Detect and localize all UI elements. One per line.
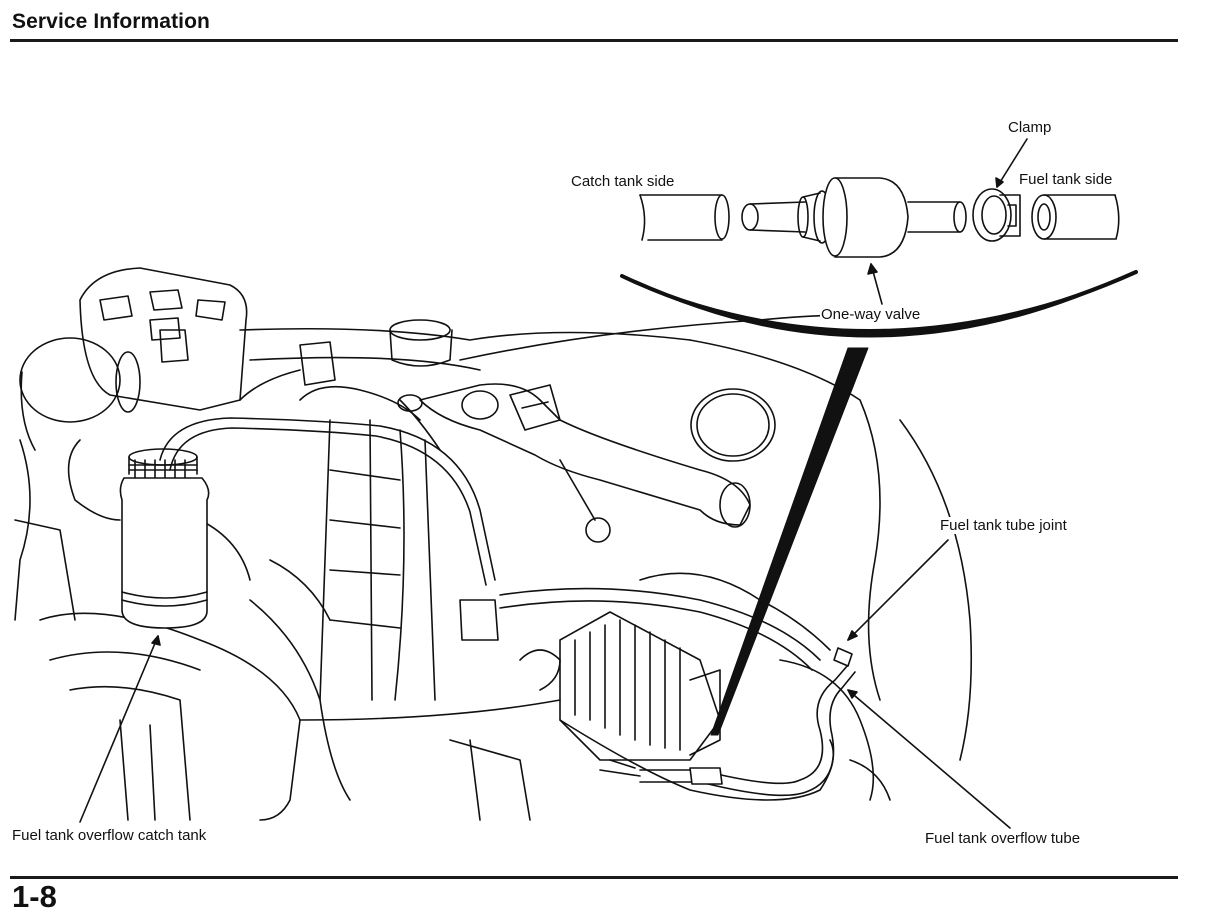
clamp [972, 188, 1021, 242]
overflow-tube-leader [847, 689, 1011, 829]
one-way-valve [741, 177, 967, 258]
section-title: Service Information [12, 10, 210, 33]
one-way-valve-label: One-way valve [820, 306, 922, 323]
catch-tank-side-tube [639, 194, 730, 241]
clamp-leader [996, 138, 1028, 188]
fuel-tank-side-label: Fuel tank side [1018, 171, 1114, 188]
overflow-tube-label: Fuel tank overflow tube [924, 830, 1082, 847]
motorcycle-front-assembly [14, 267, 973, 821]
inset-pointer [710, 347, 869, 736]
tube-joint-leader [847, 539, 949, 641]
catch-tank-leader [79, 635, 159, 823]
header-rule [10, 39, 1178, 42]
footer-rule [10, 876, 1178, 879]
overflow-tube [599, 647, 856, 797]
clamp-label: Clamp [1007, 119, 1053, 136]
fuel-tank-tube-joint-label: Fuel tank tube joint [939, 517, 1068, 534]
overflow-catch-tank [119, 448, 210, 629]
page-number: 1-8 [12, 879, 57, 914]
fuel-tank-side-tube [1031, 194, 1120, 240]
catch-tank-side-label: Catch tank side [570, 173, 676, 190]
overflow-catch-tank-label: Fuel tank overflow catch tank [11, 827, 208, 844]
tube-joint [833, 647, 853, 667]
